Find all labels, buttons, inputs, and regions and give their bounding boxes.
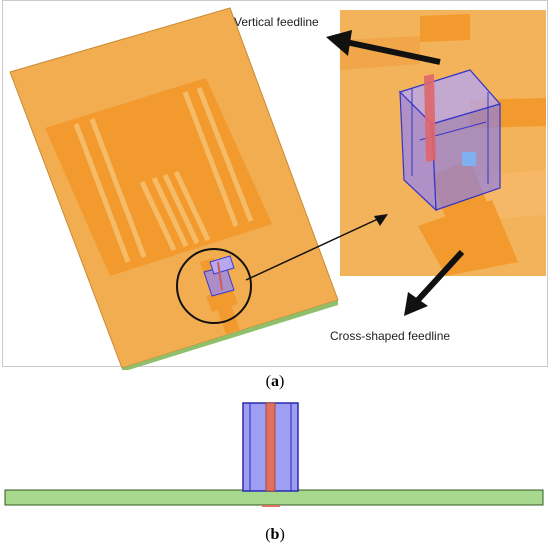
- probe-box-side: [242, 402, 299, 492]
- vertical-feed-rod: [424, 74, 436, 162]
- ground-plane: [4, 489, 544, 506]
- feed-rod-side: [265, 402, 276, 492]
- antenna-3d-diagram: Vertical feedline Cross-shaped feedline: [9, 7, 546, 370]
- substrate-edge: [122, 300, 338, 370]
- caption-a: (a): [265, 373, 285, 390]
- patch-slots: [73, 87, 254, 263]
- probe-box-small: [203, 255, 235, 297]
- label-cross-shaped-feedline: Cross-shaped feedline: [330, 329, 450, 343]
- zoom-circle: [176, 248, 252, 324]
- label-vertical-feedline: Vertical feedline: [234, 15, 319, 29]
- panel-a: Vertical feedline Cross-shaped feedline: [2, 0, 548, 370]
- cross-feed-inset: [418, 200, 518, 276]
- caption-b: (b): [265, 526, 285, 543]
- zoom-inset: [340, 10, 546, 276]
- callout-arrows: [245, 30, 465, 316]
